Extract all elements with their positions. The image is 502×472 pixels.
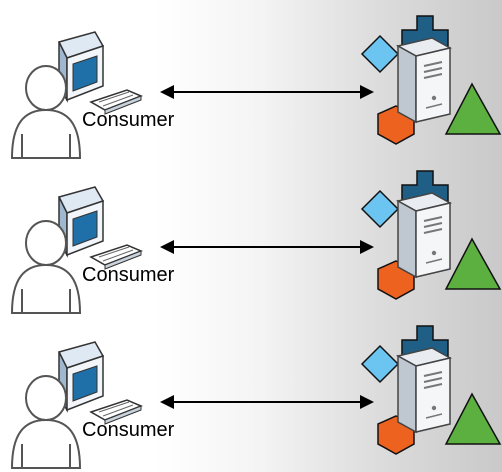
consumer-label: Consumer [82,109,175,131]
consumer-2: Consumer [0,165,174,315]
consumer-1: Consumer [0,10,174,160]
bidirectional-arrow [160,240,374,254]
diamond-shape [360,189,400,229]
service-3 [350,320,502,470]
computer-icon [57,31,143,115]
consumer-label: Consumer [82,419,175,441]
person-icon [10,375,82,469]
server-icon [395,347,453,434]
consumer-service-row-2: Consumer [0,165,502,315]
person-icon [10,65,82,159]
consumer-service-row-1: Consumer [0,10,502,160]
diamond-shape [360,34,400,74]
service-1 [350,10,502,160]
person-icon [10,220,82,314]
computer-icon [57,341,143,425]
diamond-shape [360,344,400,384]
bidirectional-arrow [160,395,374,409]
server-icon [395,37,453,124]
triangle-shape [444,82,502,135]
service-shapes [360,15,502,145]
triangle-shape [444,392,502,445]
bidirectional-arrow [160,85,374,99]
consumer-service-row-3: Consumer [0,320,502,470]
service-shapes [360,325,502,455]
service-shapes [360,170,502,300]
server-icon [395,192,453,279]
consumer-3: Consumer [0,320,174,470]
service-2 [350,165,502,315]
consumer-label: Consumer [82,264,175,286]
triangle-shape [444,237,502,290]
